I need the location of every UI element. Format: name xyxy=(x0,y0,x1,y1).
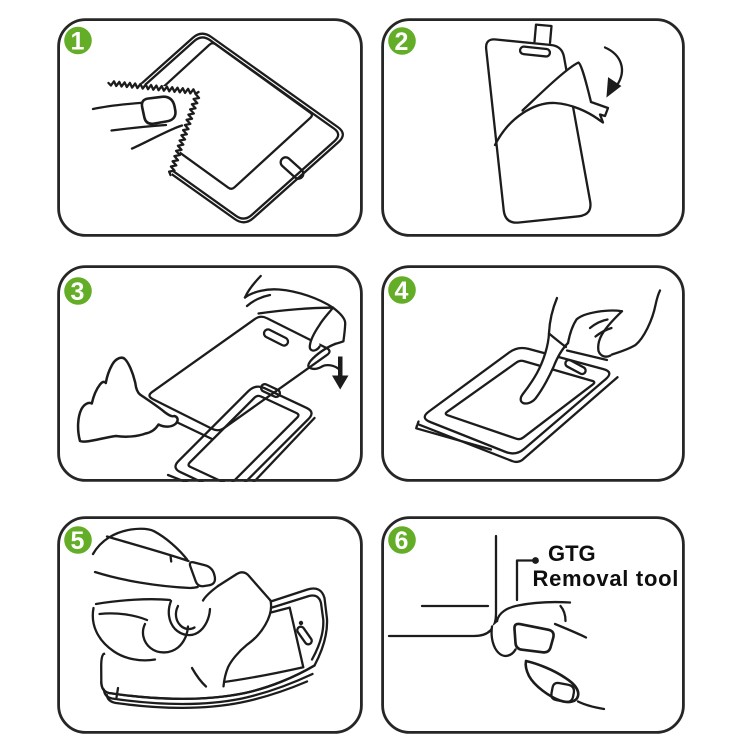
svg-text:GTG: GTG xyxy=(548,541,596,566)
svg-text:5: 5 xyxy=(71,527,85,555)
svg-text:1: 1 xyxy=(71,28,85,56)
svg-text:6: 6 xyxy=(395,527,409,555)
svg-text:2: 2 xyxy=(395,28,409,56)
svg-text:3: 3 xyxy=(71,278,85,306)
svg-text:Removal tool: Removal tool xyxy=(533,566,680,591)
svg-text:4: 4 xyxy=(395,277,409,305)
